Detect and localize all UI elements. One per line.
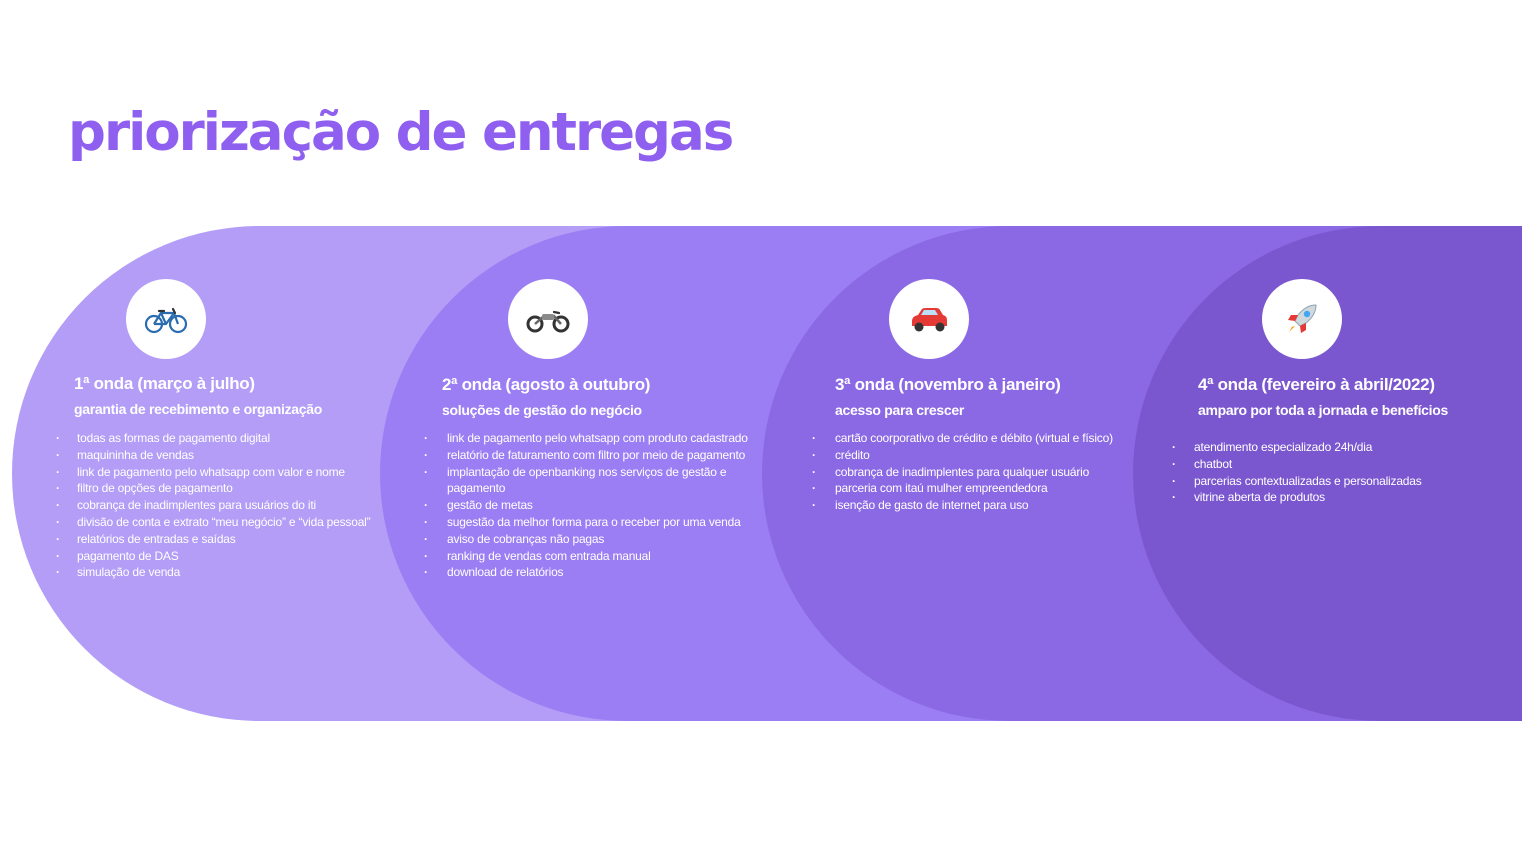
wave-heading: 1ª onda (março à julho) <box>74 374 255 393</box>
wave-4-icon-circle <box>1262 279 1342 359</box>
list-item: cartão coorporativo de crédito e débito … <box>812 430 1113 447</box>
wave-heading: 3ª onda (novembro à janeiro) <box>835 375 1061 394</box>
list-item: chatbot <box>1172 456 1448 473</box>
list-item: filtro de opções de pagamento <box>56 480 370 497</box>
wave-item-list: cartão coorporativo de crédito e débito … <box>812 430 1113 514</box>
wave-item-list: todas as formas de pagamento digital maq… <box>56 430 371 581</box>
wave-1: 1ª onda (março à julho) garantia de rece… <box>56 374 371 581</box>
wave-subheading: acesso para crescer <box>835 402 964 418</box>
list-item: todas as formas de pagamento digital <box>56 430 370 447</box>
wave-1-icon-circle <box>126 279 206 359</box>
list-item: implantação de openbanking nos serviços … <box>424 464 759 498</box>
list-item: parcerias contextualizadas e personaliza… <box>1172 473 1448 490</box>
list-item: gestão de metas <box>424 497 759 514</box>
wave-3-icon-circle <box>889 279 969 359</box>
car-icon <box>912 308 947 332</box>
wave-2-icon-circle <box>508 279 588 359</box>
bicycle-icon <box>144 307 188 334</box>
list-item: download de relatórios <box>424 564 759 581</box>
page-title: priorização de entregas <box>68 102 734 163</box>
list-item: cobrança de inadimplentes para usuários … <box>56 497 370 514</box>
wave-item-list: atendimento especializado 24h/dia chatbo… <box>1172 439 1448 506</box>
list-item: divisão de conta e extrato “meu negócio”… <box>56 514 371 531</box>
wave-heading: 4ª onda (fevereiro à abril/2022) <box>1198 375 1435 394</box>
list-item: isenção de gasto de internet para uso <box>812 497 1113 514</box>
list-item: aviso de cobranças não pagas <box>424 531 759 548</box>
rocket-icon <box>1288 304 1317 333</box>
list-item: crédito <box>812 447 1113 464</box>
list-item: link de pagamento pelo whatsapp com prod… <box>424 430 759 447</box>
wave-4: 4ª onda (fevereiro à abril/2022) amparo … <box>1172 375 1448 506</box>
list-item: sugestão da melhor forma para o receber … <box>424 514 759 531</box>
list-item: pagamento de DAS <box>56 548 370 565</box>
wave-subheading: amparo por toda a jornada e benefícios <box>1198 402 1448 418</box>
wave-3: 3ª onda (novembro à janeiro) acesso para… <box>812 375 1113 514</box>
list-item: maquininha de vendas <box>56 447 370 464</box>
list-item: vitrine aberta de produtos <box>1172 489 1448 506</box>
wave-subheading: soluções de gestão do negócio <box>442 402 642 418</box>
wave-subheading: garantia de recebimento e organização <box>74 401 322 417</box>
list-item: parceria com itaú mulher empreendedora <box>812 480 1113 497</box>
wave-item-list: link de pagamento pelo whatsapp com prod… <box>424 430 759 581</box>
motorcycle-icon <box>526 310 570 333</box>
wave-heading: 2ª onda (agosto à outubro) <box>442 375 651 394</box>
list-item: atendimento especializado 24h/dia <box>1172 439 1448 456</box>
list-item: ranking de vendas com entrada manual <box>424 548 759 565</box>
list-item: cobrança de inadimplentes para qualquer … <box>812 464 1113 481</box>
list-item: relatórios de entradas e saídas <box>56 531 370 548</box>
list-item: relatório de faturamento com filtro por … <box>424 447 759 464</box>
list-item: simulação de venda <box>56 564 370 581</box>
wave-2: 2ª onda (agosto à outubro) soluções de g… <box>424 375 759 581</box>
list-item: link de pagamento pelo whatsapp com valo… <box>56 464 370 481</box>
